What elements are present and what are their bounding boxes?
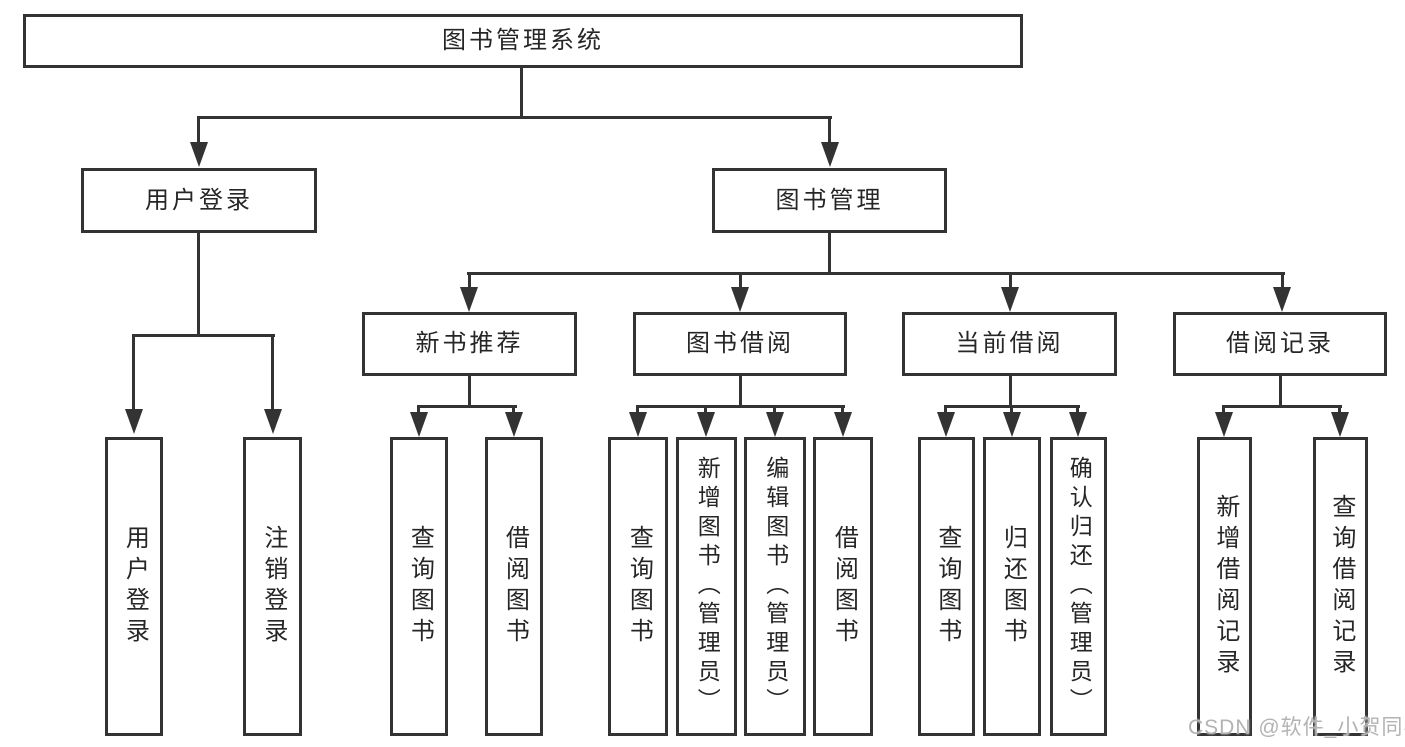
connector-drop-leaf — [636, 408, 639, 413]
arrowhead-leaf-borrow-2 — [834, 412, 852, 437]
connector-drop-book-borrow — [739, 275, 742, 288]
connector-drop-leaf-logout — [271, 337, 274, 410]
node-label: 图书借阅 — [686, 330, 794, 358]
node-label: 借阅图书 — [501, 524, 529, 649]
arrowhead-leaf-edit-book — [766, 412, 784, 437]
connector-drop-new-book — [468, 275, 471, 288]
leaf-borrow-books-2: 借阅图书 — [813, 437, 873, 736]
connector-current-borrow-stem — [1009, 376, 1012, 407]
connector-drop-leaf — [1338, 408, 1341, 413]
node-label: 归还图书 — [999, 524, 1027, 649]
node-user-login: 用户登录 — [81, 168, 317, 233]
connector-drop-book-management — [828, 119, 831, 143]
arrowhead-leaf-confirm-return — [1069, 412, 1087, 437]
connector-root-branch — [197, 116, 832, 119]
node-label: 用户登录 — [121, 524, 149, 649]
arrowhead-leaf-query-record — [1331, 412, 1349, 437]
node-new-book-recommend: 新书推荐 — [362, 312, 577, 376]
node-label: 注销登录 — [259, 524, 287, 649]
connector-drop-leaf — [704, 408, 707, 413]
connector-borrow-records-stem — [1279, 376, 1282, 407]
csdn-watermark: CSDN @软件_小贺同学 — [1188, 716, 1405, 739]
arrowhead-book-management — [821, 142, 839, 167]
arrowhead-leaf-return — [1003, 412, 1021, 437]
connector-drop-leaf — [841, 408, 844, 413]
connector-user-login-branch — [132, 334, 275, 337]
node-label: 用户登录 — [145, 186, 253, 214]
leaf-return-books: 归还图书 — [983, 437, 1041, 736]
leaf-query-books-1: 查询图书 — [390, 437, 448, 736]
connector-drop-user-login — [197, 119, 200, 143]
connector-drop-leaf — [773, 408, 776, 413]
leaf-query-borrow-record: 查询借阅记录 — [1313, 437, 1368, 736]
leaf-confirm-return-admin: 确认归还（管理员） — [1050, 437, 1107, 736]
leaf-borrow-books-1: 借阅图书 — [485, 437, 543, 736]
arrowhead-new-book — [460, 287, 478, 312]
connector-drop-borrow-records — [1281, 275, 1284, 288]
node-label: 新增图书（管理员） — [694, 456, 721, 717]
connector-new-book-branch — [417, 405, 517, 408]
leaf-query-books-3: 查询图书 — [918, 437, 975, 736]
node-current-borrow: 当前借阅 — [902, 312, 1117, 376]
connector-current-borrow-branch — [944, 405, 1080, 408]
connector-book-management-stem — [828, 233, 831, 274]
connector-root-stem — [520, 68, 523, 118]
leaf-add-book-admin: 新增图书（管理员） — [676, 437, 737, 736]
connector-user-login-stem — [197, 233, 200, 336]
connector-book-borrow-branch — [636, 405, 845, 408]
node-label: 新增借阅记录 — [1211, 493, 1239, 680]
leaf-add-borrow-record: 新增借阅记录 — [1197, 437, 1252, 736]
arrowhead-leaf-add-record — [1215, 412, 1233, 437]
connector-drop-leaf — [944, 408, 947, 413]
connector-drop-leaf — [1076, 408, 1079, 413]
connector-borrow-records-branch — [1222, 405, 1342, 408]
arrowhead-leaf-query-2 — [629, 412, 647, 437]
node-borrow-records: 借阅记录 — [1173, 312, 1387, 376]
node-label: 新书推荐 — [415, 330, 524, 358]
node-label: 查询图书 — [625, 524, 653, 649]
node-label: 借阅图书 — [830, 524, 858, 649]
arrowhead-book-borrow — [731, 287, 749, 312]
node-book-borrow: 图书借阅 — [633, 312, 847, 376]
node-label: 图书管理系统 — [442, 27, 604, 55]
arrowhead-leaf-query-1 — [410, 412, 428, 437]
node-label: 当前借阅 — [955, 330, 1064, 358]
node-book-management: 图书管理 — [712, 168, 947, 233]
node-label: 确认归还（管理员） — [1066, 456, 1093, 717]
arrowhead-leaf-query-3 — [937, 412, 955, 437]
connector-drop-leaf-login — [132, 337, 135, 410]
arrowhead-user-login — [190, 142, 208, 167]
connector-drop-leaf — [1222, 408, 1225, 413]
leaf-user-login: 用户登录 — [105, 437, 163, 736]
connector-book-management-branch — [467, 272, 1285, 275]
node-label: 查询借阅记录 — [1327, 493, 1355, 680]
arrowhead-current-borrow — [1001, 287, 1019, 312]
arrowhead-leaf-logout — [264, 409, 282, 434]
node-label: 查询图书 — [406, 524, 434, 649]
arrowhead-leaf-borrow-1 — [505, 412, 523, 437]
leaf-edit-book-admin: 编辑图书（管理员） — [744, 437, 806, 736]
arrowhead-leaf-login — [125, 409, 143, 434]
node-label: 图书管理 — [775, 186, 884, 214]
connector-drop-current-borrow — [1009, 275, 1012, 288]
connector-new-book-stem — [468, 376, 471, 407]
node-root-library-management-system: 图书管理系统 — [23, 14, 1023, 68]
leaf-logout: 注销登录 — [243, 437, 302, 736]
connector-drop-leaf — [1010, 408, 1013, 413]
node-label: 查询图书 — [933, 524, 961, 649]
connector-drop-leaf — [512, 408, 515, 413]
leaf-query-books-2: 查询图书 — [608, 437, 668, 736]
arrowhead-leaf-add-book — [697, 412, 715, 437]
node-label: 借阅记录 — [1226, 330, 1334, 358]
connector-book-borrow-stem — [739, 376, 742, 407]
arrowhead-borrow-records — [1273, 287, 1291, 312]
node-label: 编辑图书（管理员） — [762, 456, 789, 717]
connector-drop-leaf — [417, 408, 420, 413]
